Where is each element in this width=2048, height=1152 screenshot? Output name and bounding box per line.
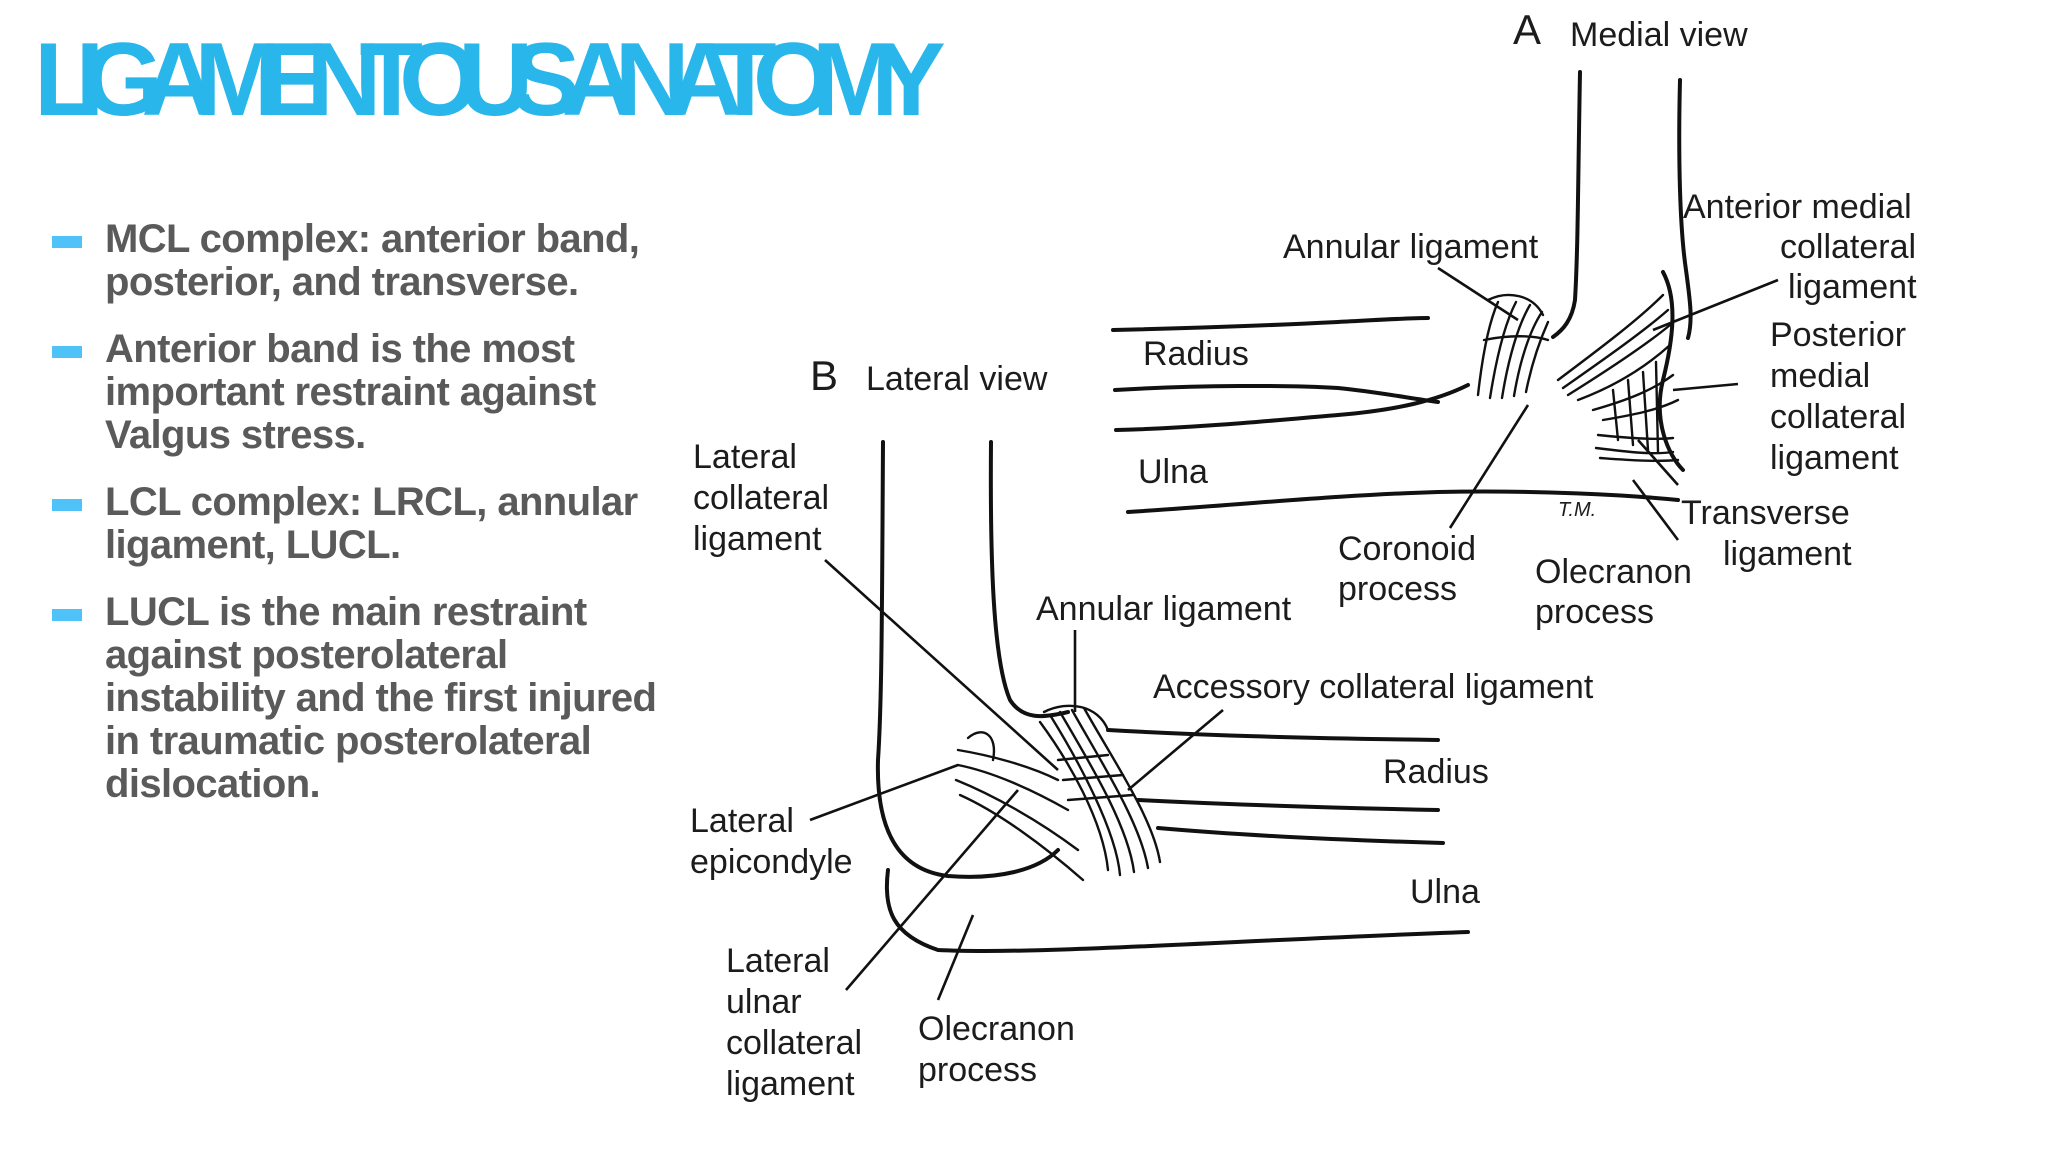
bullet-item: LUCL is the main restraint against poste… — [52, 591, 662, 806]
accessory-collateral-label: Accessory collateral ligament — [1153, 668, 1594, 706]
bullet-marker-icon — [52, 236, 82, 248]
lateral-epicondyle-label-line2: epicondyle — [690, 843, 853, 881]
bullet-item: Anterior band is the most important rest… — [52, 328, 662, 457]
illustrator-initials: T.M. — [1558, 499, 1596, 521]
lateral-annular-ligament-label: Annular ligament — [1036, 590, 1292, 628]
lateral-view-letter: B — [810, 352, 838, 399]
anterior-mcl-label-line2: collateral — [1780, 228, 1916, 266]
lateral-olecranon-label-line1: Olecranon — [918, 1010, 1075, 1048]
lucl-label-line2: ulnar — [726, 983, 802, 1021]
elbow-ligament-illustration: A Medial view Annular ligament Anterior … — [638, 0, 2048, 1152]
lateral-collateral-ligament-fibers — [954, 731, 1085, 882]
medial-ulna-label: Ulna — [1138, 453, 1208, 491]
anterior-mcl-label-line3: ligament — [1788, 268, 1917, 306]
bullet-marker-icon — [52, 609, 82, 621]
elbow-diagram: A Medial view Annular ligament Anterior … — [690, 6, 1917, 1103]
lateral-olecranon-label-line2: process — [918, 1051, 1037, 1089]
lateral-view-panel — [809, 440, 1470, 1001]
medial-collateral-ligament-fibers — [1556, 293, 1680, 463]
bullet-marker-icon — [52, 499, 82, 511]
slide-title: LIGAMENTOUS ANATOMY — [34, 22, 946, 138]
bullet-marker-icon — [52, 346, 82, 358]
bullet-item: MCL complex: anterior band, posterior, a… — [52, 218, 662, 304]
lateral-view-title: Lateral view — [866, 360, 1048, 398]
coronoid-process-label-line1: Coronoid — [1338, 530, 1476, 568]
medial-view-title: Medial view — [1570, 16, 1748, 54]
lcl-label-line1: Lateral — [693, 438, 797, 476]
lucl-label-line4: ligament — [726, 1065, 855, 1103]
medial-olecranon-label-line2: process — [1535, 593, 1654, 631]
lateral-ulna-label: Ulna — [1410, 873, 1480, 911]
medial-view-panel — [1111, 70, 1779, 541]
lcl-label-line3: ligament — [693, 520, 822, 558]
coronoid-process-label-line2: process — [1338, 570, 1457, 608]
bullet-list: MCL complex: anterior band, posterior, a… — [52, 218, 662, 830]
posterior-mcl-label-line3: collateral — [1770, 398, 1906, 436]
bullet-text: LUCL is the main restraint against poste… — [105, 590, 657, 806]
transverse-ligament-label-line1: Transverse — [1681, 494, 1850, 532]
medial-radius-label: Radius — [1143, 335, 1249, 373]
lucl-label-line1: Lateral — [726, 942, 830, 980]
medial-annular-ligament-label: Annular ligament — [1283, 228, 1539, 266]
medial-olecranon-label-line1: Olecranon — [1535, 553, 1692, 591]
lateral-radius-label: Radius — [1383, 753, 1489, 791]
posterior-mcl-label-line4: ligament — [1770, 439, 1899, 477]
lcl-label-line2: collateral — [693, 479, 829, 517]
medial-annular-ligament-fibers — [1476, 293, 1550, 400]
lucl-label-line3: collateral — [726, 1024, 862, 1062]
lateral-epicondyle-label-line1: Lateral — [690, 802, 794, 840]
bullet-text: Anterior band is the most important rest… — [105, 327, 596, 457]
posterior-mcl-label-line2: medial — [1770, 357, 1870, 395]
bullet-item: LCL complex: LRCL, annular ligament, LUC… — [52, 481, 662, 567]
bullet-text: LCL complex: LRCL, annular ligament, LUC… — [105, 480, 638, 567]
transverse-ligament-label-line2: ligament — [1723, 535, 1852, 573]
lateral-annular-ligament-fibers — [1038, 704, 1162, 877]
anterior-mcl-label-line1: Anterior medial — [1683, 188, 1912, 226]
posterior-mcl-label-line1: Posterior — [1770, 316, 1906, 354]
medial-view-letter: A — [1513, 6, 1541, 53]
bullet-text: MCL complex: anterior band, posterior, a… — [105, 217, 640, 304]
